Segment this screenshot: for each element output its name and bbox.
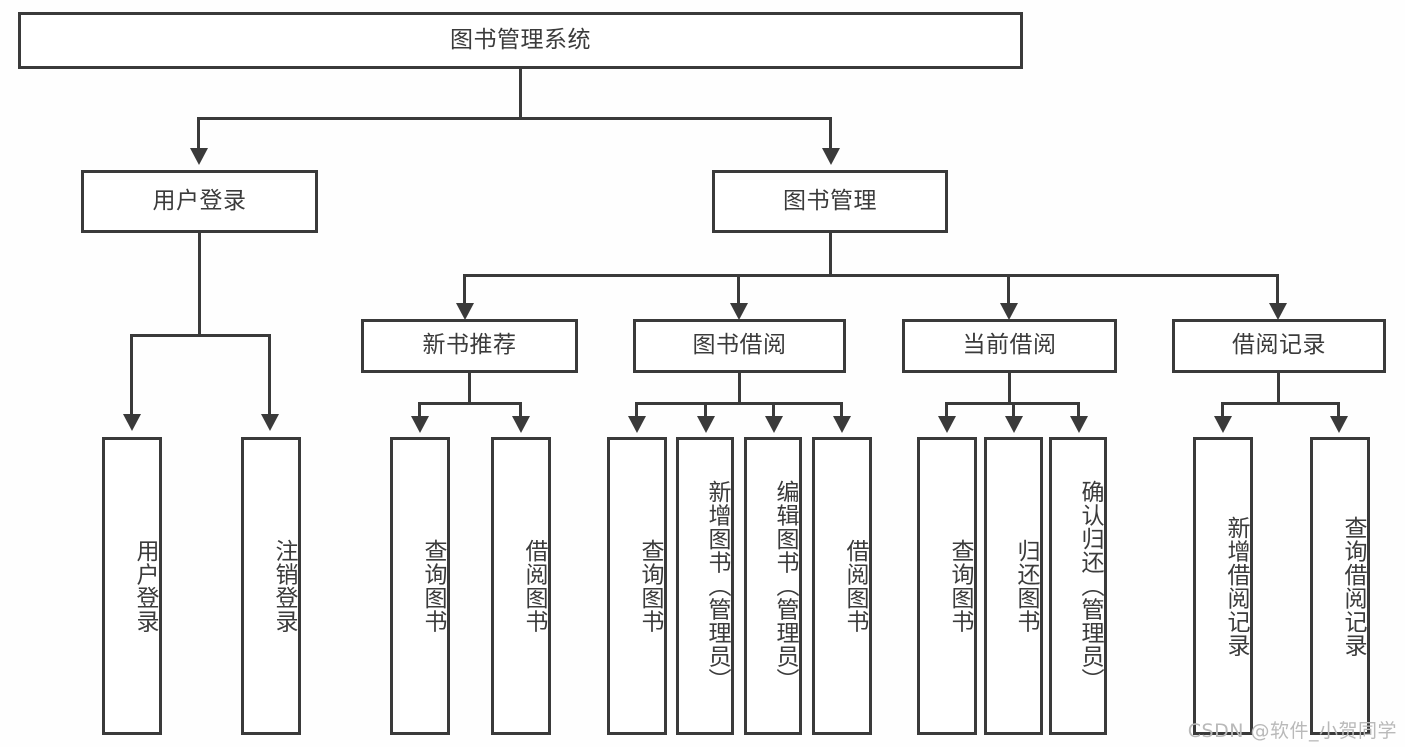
edge-bookborrow-bus xyxy=(635,402,843,405)
arrow-to-user-login xyxy=(190,148,208,165)
node-label: 编辑图书（管理员） xyxy=(772,480,798,692)
edge-bookborrow-drop-1 xyxy=(635,402,638,418)
node-label: 新书推荐 xyxy=(422,332,517,359)
arrow-to-leaf-return-book xyxy=(1005,416,1023,433)
node-label: 借阅图书 xyxy=(842,539,868,633)
leaf-logout[interactable]: 注销登录 xyxy=(241,437,301,735)
edge-newbook-drop-2 xyxy=(519,402,522,418)
node-label: 借阅图书 xyxy=(521,539,547,633)
arrow-to-leaf-logout xyxy=(261,414,279,431)
leaf-borrow-book-1[interactable]: 借阅图书 xyxy=(491,437,551,735)
arrow-to-book-management xyxy=(822,148,840,165)
leaf-query-borrow-record[interactable]: 查询借阅记录 xyxy=(1310,437,1370,735)
node-new-book-recommend[interactable]: 新书推荐 xyxy=(361,319,578,373)
leaf-add-borrow-record[interactable]: 新增借阅记录 xyxy=(1193,437,1253,735)
arrow-to-leaf-query-book-1 xyxy=(411,416,429,433)
edge-level2-right-drop xyxy=(829,117,832,150)
node-user-login[interactable]: 用户登录 xyxy=(81,170,318,233)
leaf-query-book-1[interactable]: 查询图书 xyxy=(390,437,450,735)
edge-userlogin-stem xyxy=(198,233,201,335)
edge-bookborrow-drop-4 xyxy=(840,402,843,418)
node-label: 新增图书（管理员） xyxy=(704,480,730,692)
node-label: 确认归还（管理员） xyxy=(1077,480,1103,692)
arrow-to-leaf-edit-book xyxy=(765,416,783,433)
arrow-to-current-borrow xyxy=(1000,303,1018,320)
leaf-return-book[interactable]: 归还图书 xyxy=(984,437,1043,735)
edge-level3-drop-3 xyxy=(1007,274,1010,305)
node-label: 用户登录 xyxy=(152,187,247,214)
edge-level3-drop-4 xyxy=(1276,274,1279,305)
edge-level2-left-drop xyxy=(197,117,200,150)
arrow-to-leaf-add-book xyxy=(697,416,715,433)
node-label: 注销登录 xyxy=(271,539,297,633)
node-book-borrow[interactable]: 图书借阅 xyxy=(633,319,846,373)
node-label: 当前借阅 xyxy=(962,332,1057,359)
arrow-to-leaf-borrow-book-1 xyxy=(512,416,530,433)
arrow-to-leaf-query-book-2 xyxy=(628,416,646,433)
edge-currentborrow-drop-1 xyxy=(945,402,948,418)
arrow-to-book-borrow xyxy=(730,303,748,320)
leaf-edit-book-admin[interactable]: 编辑图书（管理员） xyxy=(744,437,802,735)
node-label: 借阅记录 xyxy=(1232,332,1326,359)
arrow-to-leaf-query-book-3 xyxy=(938,416,956,433)
edge-level3-bus xyxy=(463,274,1276,277)
arrow-to-leaf-add-record xyxy=(1214,416,1232,433)
edge-userlogin-bus xyxy=(130,334,271,337)
node-book-management[interactable]: 图书管理 xyxy=(712,170,948,233)
node-label: 查询图书 xyxy=(637,539,663,633)
edge-bookmgmt-stem xyxy=(829,233,832,275)
edge-userlogin-drop-1 xyxy=(130,334,133,416)
edge-bookborrow-drop-3 xyxy=(772,402,775,418)
leaf-query-book-3[interactable]: 查询图书 xyxy=(917,437,977,735)
node-current-borrow[interactable]: 当前借阅 xyxy=(902,319,1117,373)
edge-borrowrecord-drop-1 xyxy=(1221,402,1224,418)
arrow-to-leaf-query-record xyxy=(1330,416,1348,433)
edge-userlogin-drop-2 xyxy=(268,334,271,416)
node-label: 图书借阅 xyxy=(692,332,787,359)
node-label: 查询图书 xyxy=(420,539,446,633)
edge-newbook-stem xyxy=(468,373,471,403)
node-root-system[interactable]: 图书管理系统 xyxy=(18,12,1023,69)
arrow-to-leaf-user-login xyxy=(123,414,141,431)
edge-borrowrecord-bus xyxy=(1221,402,1340,405)
node-borrow-record[interactable]: 借阅记录 xyxy=(1172,319,1386,373)
arrow-to-leaf-borrow-book-2 xyxy=(833,416,851,433)
leaf-confirm-return-admin[interactable]: 确认归还（管理员） xyxy=(1049,437,1107,735)
edge-bookborrow-drop-2 xyxy=(704,402,707,418)
edge-borrowrecord-drop-2 xyxy=(1337,402,1340,418)
edge-level3-drop-2 xyxy=(737,274,740,305)
edge-newbook-bus xyxy=(418,402,522,405)
node-label: 图书管理 xyxy=(783,187,877,214)
node-label: 图书管理系统 xyxy=(450,26,591,53)
edge-bookborrow-stem xyxy=(738,373,741,403)
node-label: 用户登录 xyxy=(132,539,158,633)
edge-currentborrow-drop-2 xyxy=(1012,402,1015,418)
node-label: 归还图书 xyxy=(1013,539,1039,633)
arrow-to-leaf-confirm-return xyxy=(1070,416,1088,433)
leaf-borrow-book-2[interactable]: 借阅图书 xyxy=(812,437,872,735)
edge-root-stem xyxy=(519,69,522,118)
node-label: 查询图书 xyxy=(947,539,973,633)
arrow-to-new-book-recommend xyxy=(456,303,474,320)
edge-currentborrow-drop-3 xyxy=(1077,402,1080,418)
leaf-query-book-2[interactable]: 查询图书 xyxy=(607,437,667,735)
leaf-add-book-admin[interactable]: 新增图书（管理员） xyxy=(676,437,734,735)
leaf-user-login[interactable]: 用户登录 xyxy=(102,437,162,735)
edge-borrowrecord-stem xyxy=(1277,373,1280,403)
edge-level2-bus xyxy=(197,117,832,120)
edge-level3-drop-1 xyxy=(463,274,466,305)
edge-currentborrow-stem xyxy=(1008,373,1011,403)
arrow-to-borrow-record xyxy=(1269,303,1287,320)
edge-newbook-drop-1 xyxy=(418,402,421,418)
node-label: 查询借阅记录 xyxy=(1340,515,1366,657)
node-label: 新增借阅记录 xyxy=(1223,515,1249,657)
